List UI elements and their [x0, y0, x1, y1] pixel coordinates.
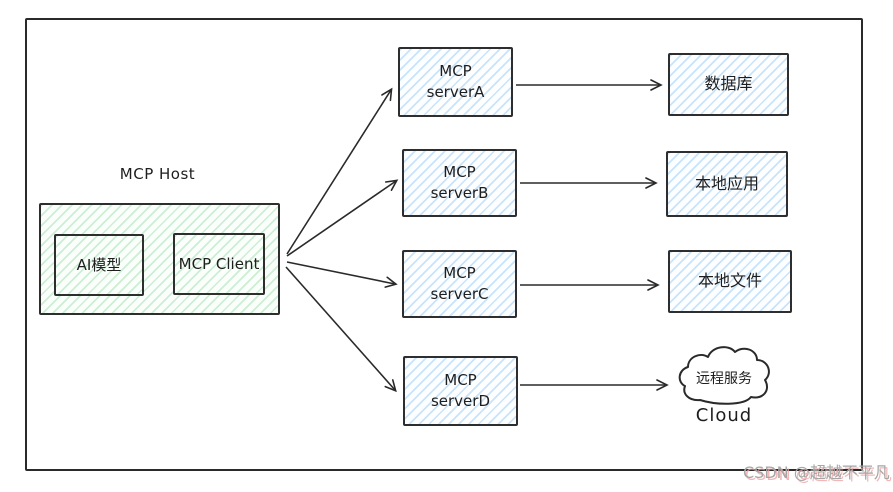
ai-model-label: AI模型	[76, 255, 122, 274]
node-mcp-host: AI模型 MCP Client	[39, 203, 280, 315]
local-files-label: 本地文件	[697, 271, 762, 291]
node-local-files: 本地文件	[668, 250, 792, 313]
local-app-label: 本地应用	[694, 173, 759, 193]
server-c-label: MCP serverC	[430, 264, 489, 303]
server-a-label: MCP serverA	[426, 62, 485, 101]
server-d-label: MCP serverD	[430, 371, 491, 410]
server-b-label: MCP serverB	[430, 163, 489, 202]
node-ai-model: AI模型	[54, 234, 144, 296]
node-mcp-client: MCP Client	[173, 233, 265, 295]
outer-frame	[25, 18, 863, 471]
node-mcp-server-c: MCP serverC	[402, 250, 517, 318]
node-remote-service: 远程服务	[676, 342, 772, 408]
cloud-caption: Cloud	[695, 405, 753, 426]
watermark: CSDN @超越不平凡	[743, 463, 890, 482]
node-mcp-server-a: MCP serverA	[398, 47, 513, 117]
cloud-icon	[678, 346, 770, 405]
node-database: 数据库	[668, 53, 789, 116]
node-mcp-server-d: MCP serverD	[403, 356, 518, 426]
node-mcp-server-b: MCP serverB	[402, 149, 517, 217]
node-local-app: 本地应用	[666, 151, 788, 217]
host-title: MCP Host	[119, 165, 196, 183]
remote-service-label: 远程服务	[696, 371, 752, 387]
database-label: 数据库	[704, 74, 753, 94]
mcp-client-label: MCP Client	[178, 254, 260, 273]
